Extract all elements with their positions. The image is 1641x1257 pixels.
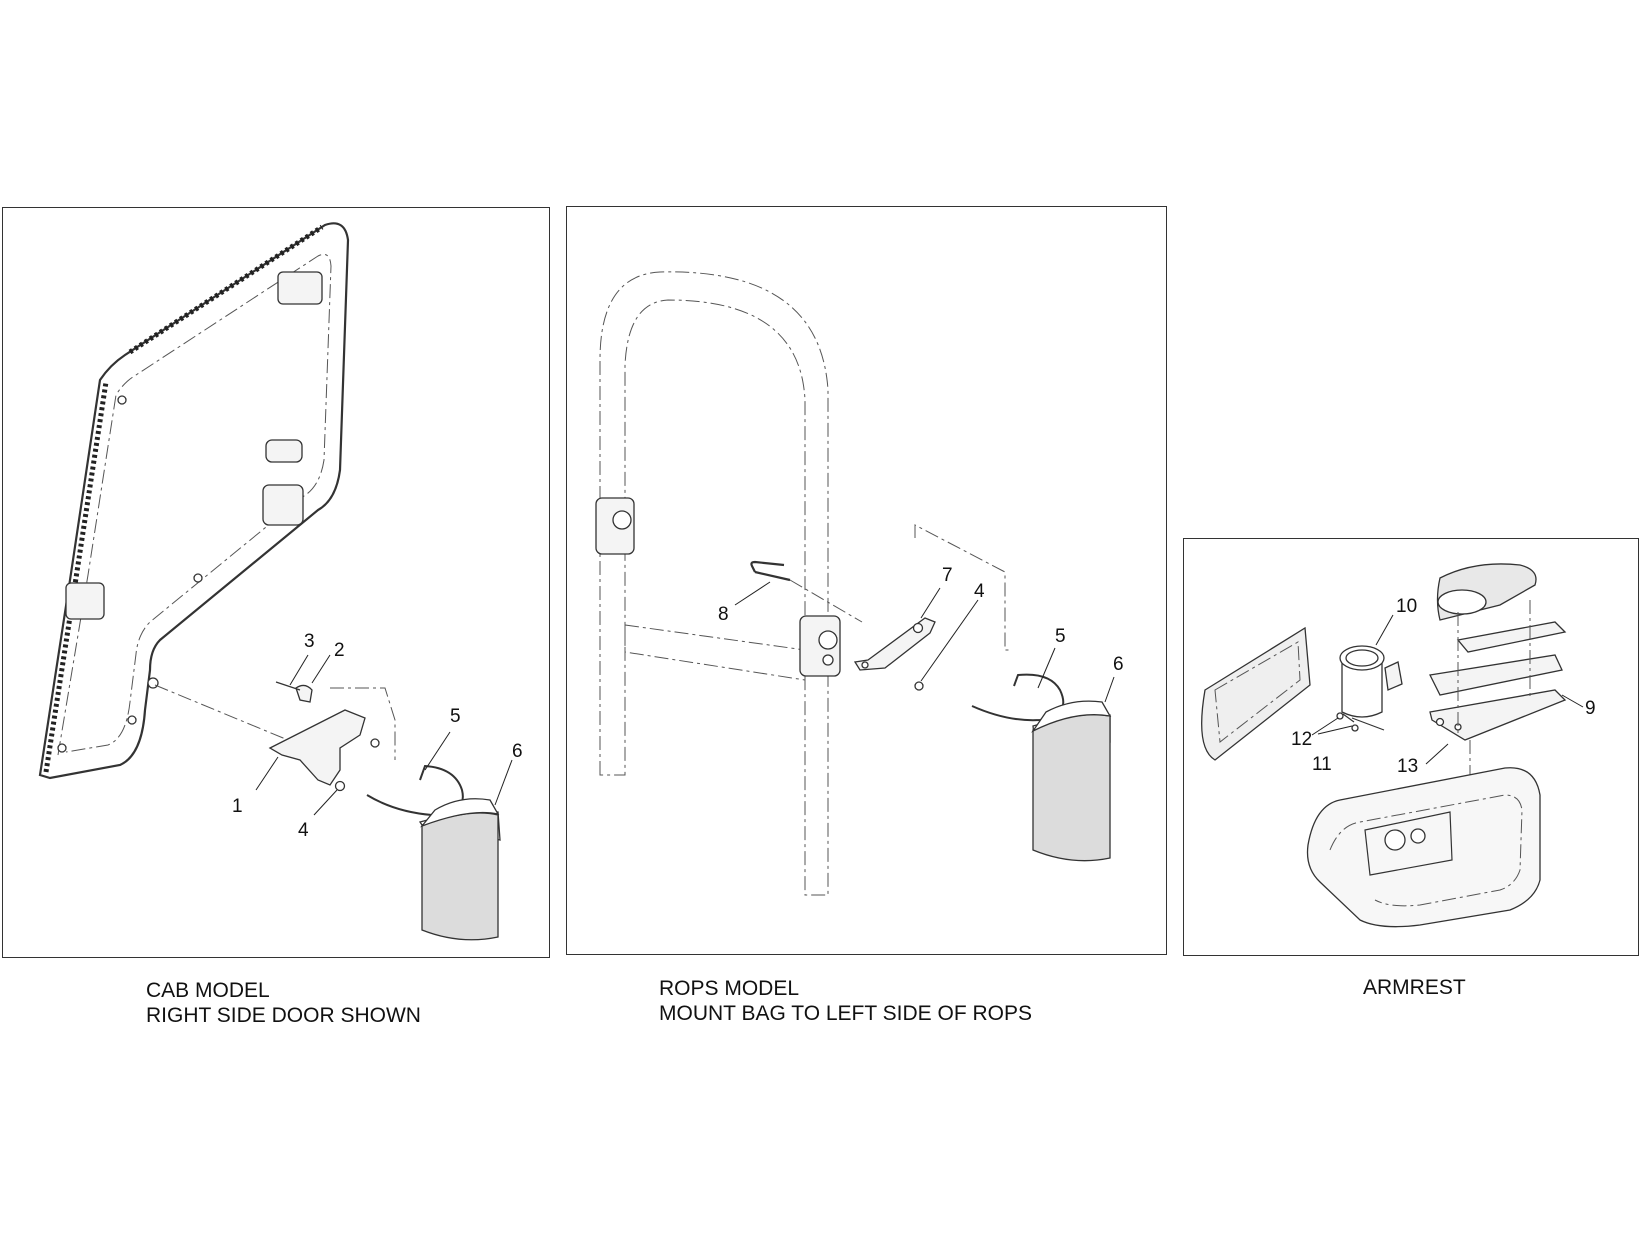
armrest-foam-plate <box>1429 654 1563 696</box>
rops-u-bolt <box>750 560 791 582</box>
armrest-side-panel <box>1201 626 1311 761</box>
callout-cab-4: 4 <box>298 820 309 841</box>
armrest-assembly <box>1201 563 1567 928</box>
cab-bag <box>421 812 499 941</box>
callout-armrest-12: 12 <box>1291 729 1312 750</box>
callout-rops-7: 7 <box>942 565 953 586</box>
callout-cab-1: 1 <box>232 796 243 817</box>
armrest-panel <box>1183 538 1639 956</box>
callout-rops-5: 5 <box>1055 626 1066 647</box>
callout-armrest-10: 10 <box>1396 596 1417 617</box>
callout-cab-3: 3 <box>304 631 315 652</box>
rops-caption: ROPS MODEL MOUNT BAG TO LEFT SIDE OF ROP… <box>659 976 1032 1026</box>
callout-armrest-11: 11 <box>1312 754 1332 775</box>
callout-numbers: 1 2 3 4 5 6 8 7 4 5 6 10 9 12 11 13 <box>232 565 1596 841</box>
door-hinge-lower <box>65 582 105 620</box>
callout-leaders <box>255 581 1584 816</box>
armrest-caption: ARMREST <box>1363 975 1466 1000</box>
callout-rops-6: 6 <box>1113 654 1124 675</box>
armrest-cushion-plate <box>1456 621 1567 653</box>
armrest-console <box>1306 767 1541 928</box>
cab-caption-subtitle: RIGHT SIDE DOOR SHOWN <box>146 1004 421 1027</box>
armrest-mount-plate <box>1429 689 1567 741</box>
cab-caption-title: CAB MODEL <box>146 979 270 1002</box>
cab-bag-assembly <box>154 681 501 941</box>
callout-cab-6: 6 <box>512 741 523 762</box>
cab-door-frame <box>38 222 350 780</box>
callout-cab-5: 5 <box>450 706 461 727</box>
callout-cab-2: 2 <box>334 640 345 661</box>
rops-bag-assembly <box>750 524 1112 862</box>
door-latch-middle <box>265 439 303 463</box>
callout-rops-4: 4 <box>974 581 985 602</box>
callout-armrest-9: 9 <box>1585 698 1596 719</box>
armrest-cup-holder <box>1341 659 1383 718</box>
cab-caption: CAB MODEL RIGHT SIDE DOOR SHOWN <box>146 978 421 1028</box>
cab-mount-bracket <box>268 709 366 786</box>
armrest-caption-title: ARMREST <box>1363 976 1466 999</box>
rops-caption-title: ROPS MODEL <box>659 977 800 1000</box>
callout-rops-8: 8 <box>718 604 729 625</box>
callout-armrest-13: 13 <box>1397 756 1418 777</box>
door-latch-upper <box>277 271 323 305</box>
cab-clamp <box>295 684 313 703</box>
rops-bag <box>1032 713 1111 862</box>
door-hinge-bracket <box>262 484 304 526</box>
rops-frame <box>595 271 841 896</box>
rops-caption-subtitle: MOUNT BAG TO LEFT SIDE OF ROPS <box>659 1002 1033 1025</box>
